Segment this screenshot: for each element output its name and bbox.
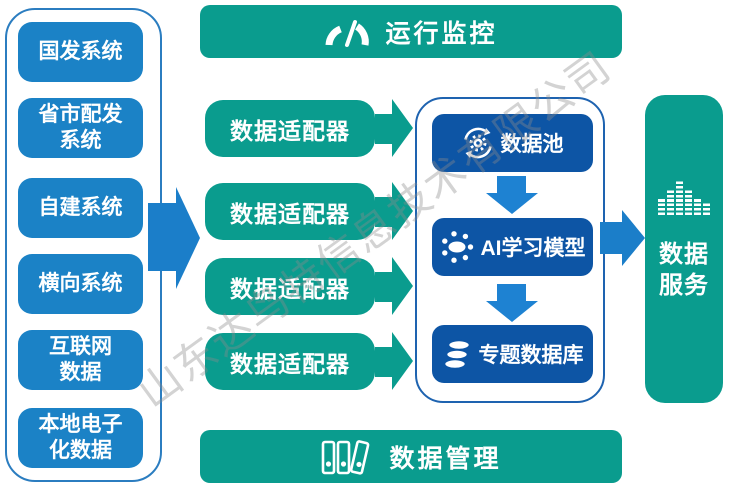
equalizer-icon	[658, 179, 710, 215]
sources-to-adapters-arrow-head	[176, 187, 200, 289]
monitoring-bar: 运行监控	[200, 5, 622, 58]
source-box: 互联网 数据	[18, 330, 143, 390]
data-management-bar: 数据管理	[200, 430, 622, 483]
sources-panel	[5, 8, 162, 482]
down-arrow-head	[486, 301, 538, 322]
ai-model-label: AI学习模型	[480, 237, 586, 260]
data-management-bar-label: 数据管理	[389, 444, 502, 473]
database-icon	[442, 337, 472, 371]
source-box: 本地电子 化数据	[18, 408, 143, 468]
adapter-box: 数据适配器	[205, 183, 375, 240]
thematic-db-label: 专题数据库	[478, 344, 584, 367]
gauge-icon	[324, 16, 370, 48]
pipeline-to-service-arrow-head	[622, 210, 645, 266]
down-arrow	[497, 284, 526, 302]
adapter-arrow-head	[392, 182, 413, 240]
monitoring-bar-label: 运行监控	[385, 19, 498, 48]
data-service-label: 数据 服务	[659, 241, 709, 299]
data-pool-box: 数据池	[432, 114, 593, 172]
adapter-box: 数据适配器	[205, 333, 375, 390]
source-box: 横向系统	[18, 254, 143, 314]
down-arrow	[497, 176, 526, 194]
sources-to-adapters-arrow	[148, 203, 176, 271]
adapter-arrow-head	[392, 257, 413, 315]
adapter-arrow	[375, 197, 392, 227]
adapter-arrow	[375, 272, 392, 302]
source-box: 省市配发 系统	[18, 98, 143, 158]
adapter-box: 数据适配器	[205, 100, 375, 157]
ai-model-box: AI学习模型	[432, 218, 593, 276]
adapter-box: 数据适配器	[205, 258, 375, 315]
data-pool-label: 数据池	[500, 133, 564, 156]
data-service-box: 数据 服务	[645, 95, 723, 403]
adapter-arrow-head	[392, 332, 413, 390]
down-arrow-head	[486, 193, 538, 214]
adapter-arrow	[375, 347, 392, 377]
thematic-db-box: 专题数据库	[432, 325, 593, 383]
source-box: 自建系统	[18, 178, 143, 238]
adapter-arrow-head	[392, 99, 413, 157]
source-box: 国发系统	[18, 22, 143, 82]
pipeline-to-service-arrow	[600, 222, 622, 254]
binders-icon	[320, 437, 374, 477]
gear-sync-icon	[462, 127, 494, 159]
ai-network-icon	[440, 230, 474, 264]
adapter-arrow	[375, 114, 392, 144]
